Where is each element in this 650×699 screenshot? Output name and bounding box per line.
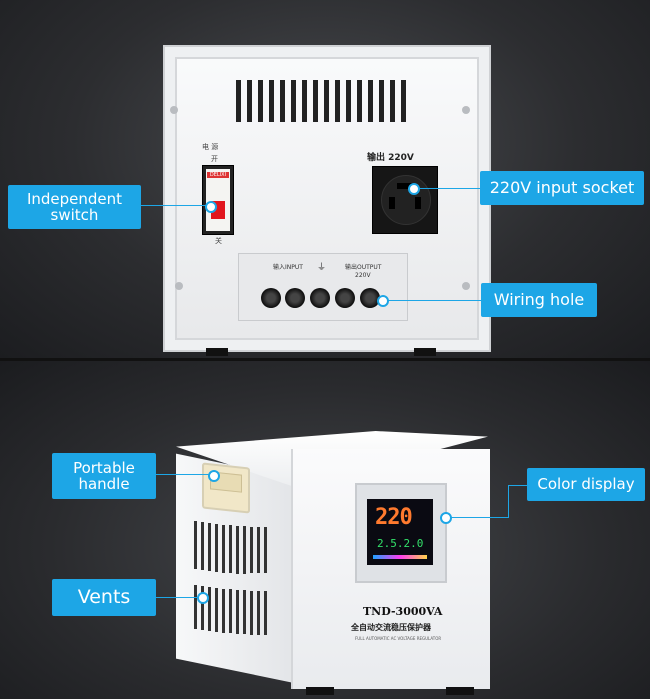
rubber-foot — [446, 687, 474, 695]
wiring-terminal[interactable] — [310, 288, 330, 308]
callout-color-display: Color display — [527, 468, 645, 501]
display-reading-top: 220 — [375, 505, 413, 530]
callout-portable-handle: Portable handle — [52, 453, 156, 499]
callout-dot — [408, 183, 420, 195]
screw-icon — [170, 106, 178, 114]
model-name: TND-3000VA — [363, 605, 443, 618]
display-screen: 220 2.5.2.0 — [367, 499, 433, 565]
socket-hole — [389, 197, 395, 209]
terminal-input-label: 输入INPUT — [273, 264, 303, 271]
terminal-voltage: 220V — [355, 272, 371, 279]
rubber-foot — [414, 348, 436, 356]
universal-socket[interactable] — [372, 166, 438, 234]
ground-icon: ⏚ — [317, 263, 327, 273]
rubber-foot — [306, 687, 334, 695]
color-display: 220 2.5.2.0 — [355, 483, 447, 583]
callout-dot — [377, 295, 389, 307]
callout-dot — [208, 470, 220, 482]
product-subtitle-en: FULL AUTOMATIC AC VOLTAGE REGULATOR — [355, 636, 442, 641]
callout-connector — [156, 474, 211, 475]
breaker-switch[interactable]: DELIXI — [202, 165, 234, 235]
output-label: 输出 220V — [367, 153, 414, 163]
switch-on-caption: 开 — [211, 155, 218, 163]
terminal-plate: 输入INPUT ⏚ 输出OUTPUT 220V — [238, 253, 408, 321]
callout-vents: Vents — [52, 579, 156, 616]
callout-dot — [205, 201, 217, 213]
wiring-terminal[interactable] — [360, 288, 380, 308]
wiring-terminal[interactable] — [285, 288, 305, 308]
screw-icon — [462, 282, 470, 290]
callout-connector — [449, 517, 508, 518]
panel-separator — [0, 358, 650, 361]
callout-connector — [508, 485, 528, 518]
switch-brand: DELIXI — [207, 172, 229, 178]
callout-dot — [440, 512, 452, 524]
terminal-output-label: 输出OUTPUT — [345, 264, 382, 271]
callout-wiring-hole: Wiring hole — [481, 283, 597, 317]
switch-caption: 电 源 — [202, 143, 219, 151]
wiring-terminal[interactable] — [261, 288, 281, 308]
rear-view-photo: 电 源 开 关 DELIXI 输出 220V 输入INPUT ⏚ 输出OUTPU… — [0, 0, 650, 358]
callout-independent-switch: Independent switch — [8, 185, 141, 229]
display-status-bar — [373, 555, 427, 559]
switch-body — [206, 169, 230, 231]
rear-vent-slots — [236, 80, 406, 122]
callout-connector — [386, 300, 481, 301]
socket-hole — [415, 197, 421, 209]
callout-input-socket: 220V input socket — [480, 171, 644, 205]
callout-connector — [141, 205, 207, 206]
screw-icon — [175, 282, 183, 290]
side-vent-slots-upper — [194, 521, 267, 574]
portable-handle[interactable] — [202, 462, 250, 514]
wiring-terminal[interactable] — [335, 288, 355, 308]
display-reading-bottom: 2.5.2.0 — [377, 537, 424, 550]
rubber-foot — [206, 348, 228, 356]
switch-off-caption: 关 — [215, 237, 222, 245]
callout-connector — [156, 597, 201, 598]
callout-connector — [418, 188, 480, 189]
front-view-photo: 220 2.5.2.0 TND-3000VA 全自动交流稳压保护器 FULL A… — [0, 361, 650, 699]
callout-dot — [197, 592, 209, 604]
socket-hole — [397, 183, 413, 189]
product-title-cn: 全自动交流稳压保护器 — [351, 623, 431, 632]
side-vent-slots-lower — [194, 585, 267, 635]
screw-icon — [462, 106, 470, 114]
